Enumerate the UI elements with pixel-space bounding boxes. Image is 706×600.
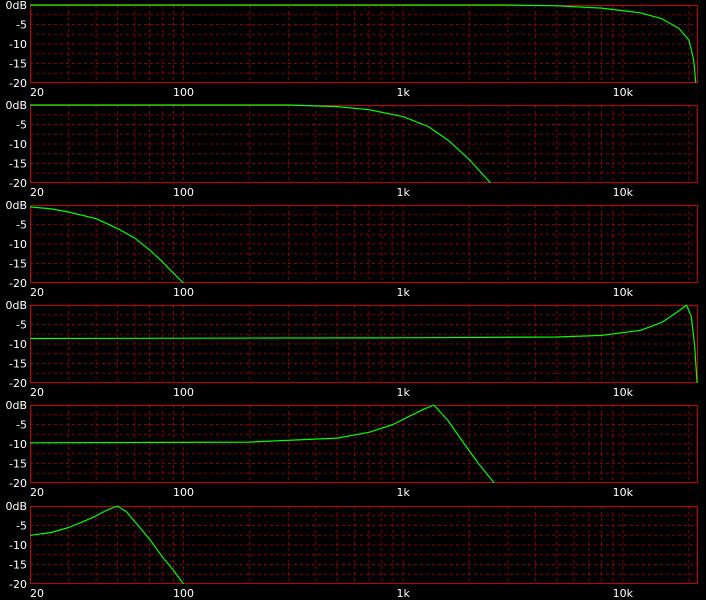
y-tick-label: -10 bbox=[9, 438, 27, 451]
x-tick-label: 100 bbox=[173, 486, 194, 499]
y-tick-label: -10 bbox=[9, 238, 27, 251]
y-tick-label: 0dB bbox=[5, 399, 27, 412]
y-tick-label: -15 bbox=[9, 358, 27, 371]
x-tick-label: 10k bbox=[613, 486, 634, 499]
y-tick-label: -20 bbox=[9, 377, 27, 390]
y-tick-label: -20 bbox=[9, 177, 27, 190]
x-tick-label: 20 bbox=[30, 186, 44, 199]
plot-frame bbox=[30, 506, 698, 584]
y-tick-label: -10 bbox=[9, 338, 27, 351]
x-tick-label: 20 bbox=[30, 386, 44, 399]
response-curve bbox=[29, 304, 698, 384]
x-tick-label: 100 bbox=[173, 86, 194, 99]
response-curve bbox=[30, 104, 492, 184]
y-tick-label: -10 bbox=[9, 138, 27, 151]
y-tick-label: -15 bbox=[9, 458, 27, 471]
x-tick-label: 20 bbox=[30, 587, 44, 600]
x-tick-label: 10k bbox=[613, 587, 634, 600]
x-tick-label: 10k bbox=[613, 386, 634, 399]
y-tick-label: -5 bbox=[16, 219, 27, 232]
y-tick-label: -15 bbox=[9, 559, 27, 572]
plot-frame bbox=[30, 305, 698, 383]
y-tick-label: -15 bbox=[9, 58, 27, 71]
y-tick-label: -5 bbox=[16, 520, 27, 533]
y-tick-label: -20 bbox=[9, 277, 27, 290]
x-tick-label: 1k bbox=[396, 486, 410, 499]
y-tick-label: 0dB bbox=[5, 199, 27, 212]
x-tick-label: 100 bbox=[173, 386, 194, 399]
x-tick-label: 20 bbox=[30, 286, 44, 299]
y-tick-label: -15 bbox=[9, 158, 27, 171]
response-curve bbox=[29, 206, 184, 284]
plot-frame bbox=[30, 5, 698, 83]
y-tick-label: -10 bbox=[9, 38, 27, 51]
y-tick-label: -10 bbox=[9, 539, 27, 552]
x-tick-label: 1k bbox=[396, 186, 410, 199]
y-tick-label: 0dB bbox=[5, 299, 27, 312]
x-tick-label: 100 bbox=[173, 286, 194, 299]
y-tick-label: 0dB bbox=[5, 500, 27, 513]
x-tick-label: 10k bbox=[613, 186, 634, 199]
x-tick-label: 100 bbox=[173, 587, 194, 600]
x-tick-label: 1k bbox=[396, 286, 410, 299]
response-curve bbox=[29, 505, 184, 585]
y-tick-label: -20 bbox=[9, 477, 27, 490]
y-tick-label: -20 bbox=[9, 77, 27, 90]
x-tick-label: 10k bbox=[613, 86, 634, 99]
y-tick-label: 0dB bbox=[5, 0, 27, 12]
y-tick-label: -5 bbox=[16, 19, 27, 32]
y-tick-label: 0dB bbox=[5, 99, 27, 112]
plot-frame bbox=[30, 105, 698, 183]
plot-frame bbox=[30, 205, 698, 283]
x-tick-label: 100 bbox=[173, 186, 194, 199]
y-tick-label: -15 bbox=[9, 258, 27, 271]
x-tick-label: 20 bbox=[30, 86, 44, 99]
response-curve bbox=[29, 404, 495, 484]
y-tick-label: -5 bbox=[16, 319, 27, 332]
y-tick-label: -5 bbox=[16, 119, 27, 132]
x-tick-label: 1k bbox=[396, 86, 410, 99]
y-tick-label: -5 bbox=[16, 419, 27, 432]
x-tick-label: 1k bbox=[396, 587, 410, 600]
x-tick-label: 20 bbox=[30, 486, 44, 499]
plot-frame bbox=[30, 405, 698, 483]
y-tick-label: -20 bbox=[9, 578, 27, 591]
response-curve bbox=[30, 4, 697, 84]
x-tick-label: 1k bbox=[396, 386, 410, 399]
x-tick-label: 10k bbox=[613, 286, 634, 299]
